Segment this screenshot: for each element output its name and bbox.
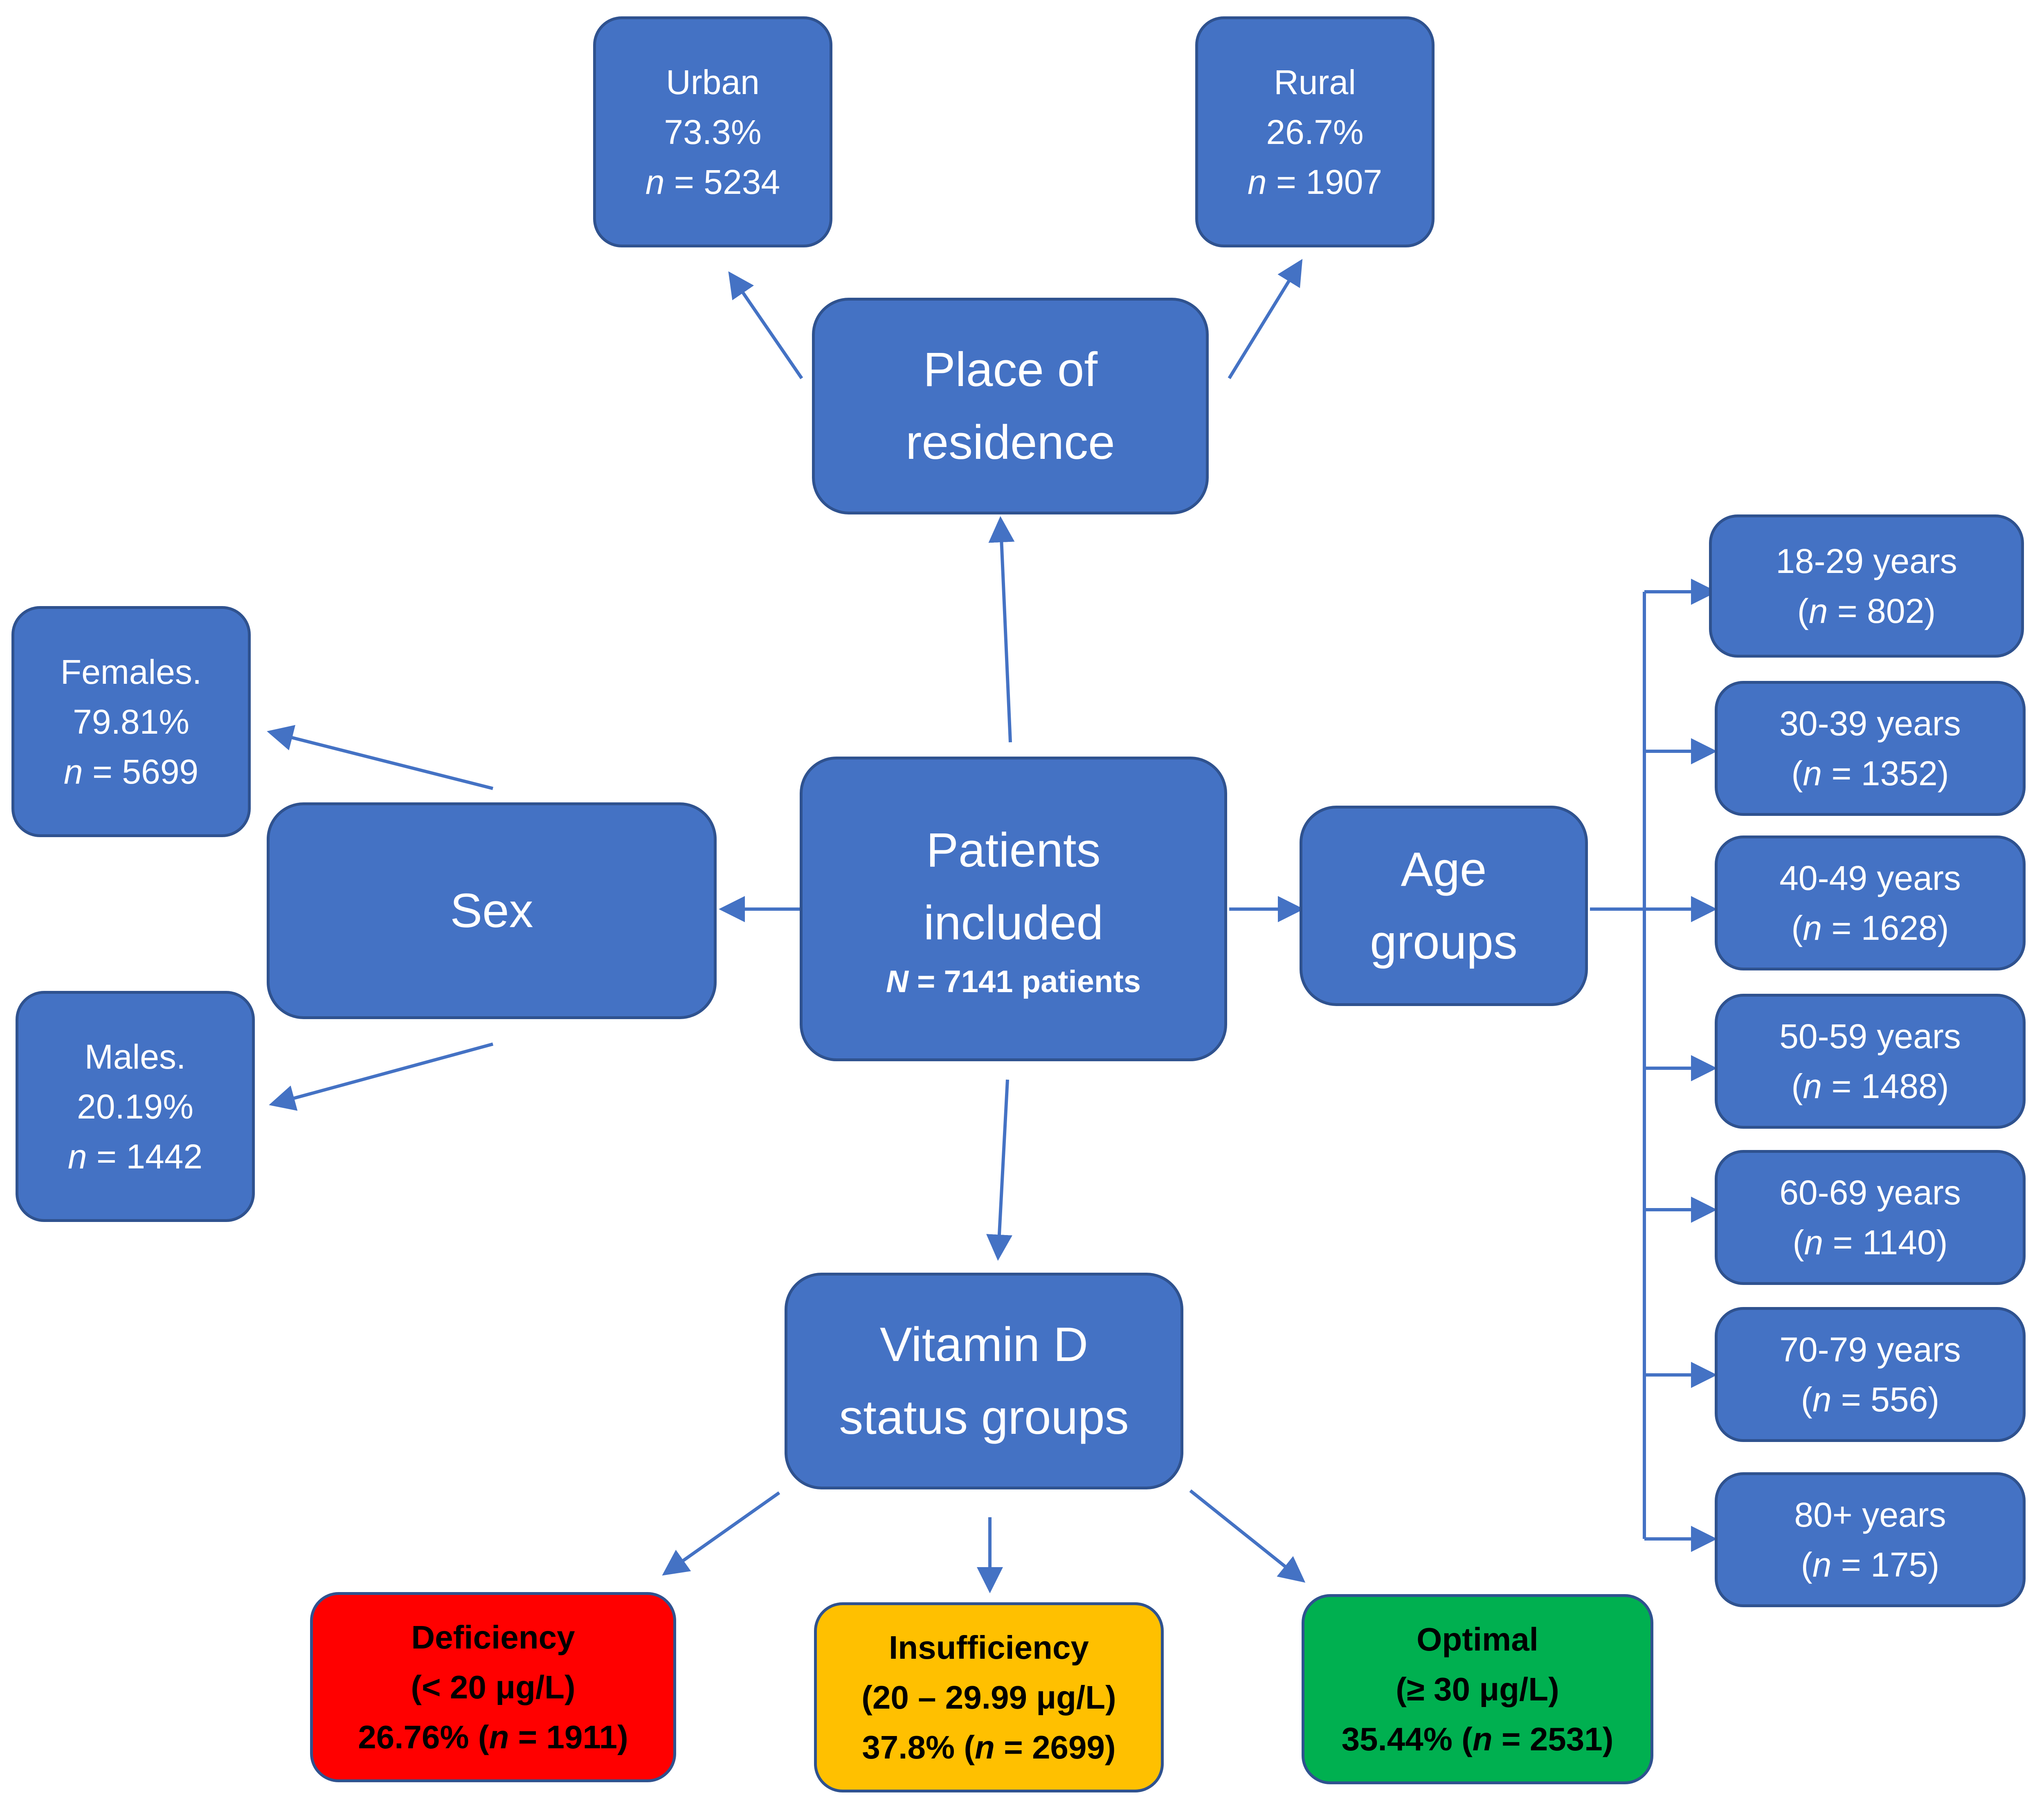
males-label: Males. (84, 1037, 186, 1076)
rural-label: Rural (1274, 63, 1356, 101)
age-group-80-plus: 80+ years (n = 175) (1715, 1472, 2026, 1607)
vitamin-d-box: Vitamin D status groups (785, 1273, 1183, 1489)
age-group-60-69: 60-69 years (n = 1140) (1715, 1150, 2026, 1285)
arrow-to-residence (988, 516, 1015, 743)
males-count: n = 1442 (67, 1137, 203, 1176)
residence-title-line1: Place of (923, 343, 1098, 397)
optimal-label: Optimal (1417, 1621, 1538, 1658)
age-title-line2: groups (1370, 915, 1518, 969)
optimal-range: (≥ 30 μg/L) (1396, 1671, 1559, 1707)
residence-title-line2: residence (906, 416, 1115, 469)
patients-included-box: Patients included N = 7141 patients (800, 757, 1227, 1061)
sex-box: Sex (267, 802, 717, 1019)
females-count: n = 5699 (63, 752, 199, 791)
patients-title-line1: Patients (926, 823, 1101, 877)
urban-label: Urban (666, 63, 760, 101)
males-percent: 20.19% (77, 1087, 193, 1126)
deficiency-label: Deficiency (411, 1619, 575, 1655)
rural-box: Rural 26.7% n = 1907 (1195, 16, 1435, 247)
age-group-40-49: 40-49 years (n = 1628) (1715, 835, 2026, 970)
insufficiency-count: 37.8% (n = 2699) (862, 1729, 1116, 1765)
age-group-70-79: 70-79 years (n = 556) (1715, 1307, 2026, 1442)
urban-box: Urban 73.3% n = 5234 (593, 16, 832, 247)
optimal-box: Optimal (≥ 30 μg/L) 35.44% (n = 2531) (1302, 1594, 1653, 1784)
arrow-to-females (267, 725, 493, 790)
urban-count: n = 5234 (645, 162, 780, 201)
arrow-to-deficiency (662, 1491, 780, 1576)
patients-count: N = 7141 patients (886, 964, 1141, 999)
insufficiency-box: Insufficiency (20 – 29.99 μg/L) 37.8% (n… (814, 1602, 1164, 1792)
arrow-to-rural (1228, 259, 1303, 380)
rural-percent: 26.7% (1266, 112, 1364, 151)
arrow-to-urban (728, 271, 803, 380)
males-box: Males. 20.19% n = 1442 (16, 991, 255, 1222)
optimal-count: 35.44% (n = 2531) (1341, 1720, 1614, 1757)
vitamin-title-line1: Vitamin D (879, 1318, 1088, 1372)
residence-box: Place of residence (812, 298, 1209, 514)
arrow-to-optimal (1189, 1489, 1306, 1583)
insufficiency-range: (20 – 29.99 μg/L) (861, 1679, 1116, 1716)
arrow-to-vitamin (986, 1079, 1012, 1261)
age-group-18-29: 18-29 years (n = 802) (1709, 514, 2024, 658)
deficiency-box: Deficiency (< 20 μg/L) 26.76% (n = 1911) (310, 1592, 676, 1782)
sex-title: Sex (450, 884, 533, 938)
insufficiency-label: Insufficiency (888, 1629, 1089, 1666)
age-group-50-59: 50-59 years (n = 1488) (1715, 994, 2026, 1129)
arrow-to-males (269, 1042, 494, 1111)
rural-count: n = 1907 (1247, 162, 1383, 201)
females-percent: 79.81% (73, 702, 189, 741)
females-label: Females. (60, 652, 202, 691)
urban-percent: 73.3% (664, 112, 762, 151)
females-box: Females. 79.81% n = 5699 (11, 606, 251, 837)
age-title-line1: Age (1401, 842, 1487, 896)
deficiency-range: (< 20 μg/L) (411, 1669, 576, 1705)
age-group-30-39: 30-39 years (n = 1352) (1715, 681, 2026, 816)
deficiency-count: 26.76% (n = 1911) (358, 1718, 628, 1755)
vitamin-title-line2: status groups (839, 1390, 1129, 1444)
age-groups-box: Age groups (1300, 806, 1588, 1006)
patients-title-line2: included (923, 896, 1104, 950)
